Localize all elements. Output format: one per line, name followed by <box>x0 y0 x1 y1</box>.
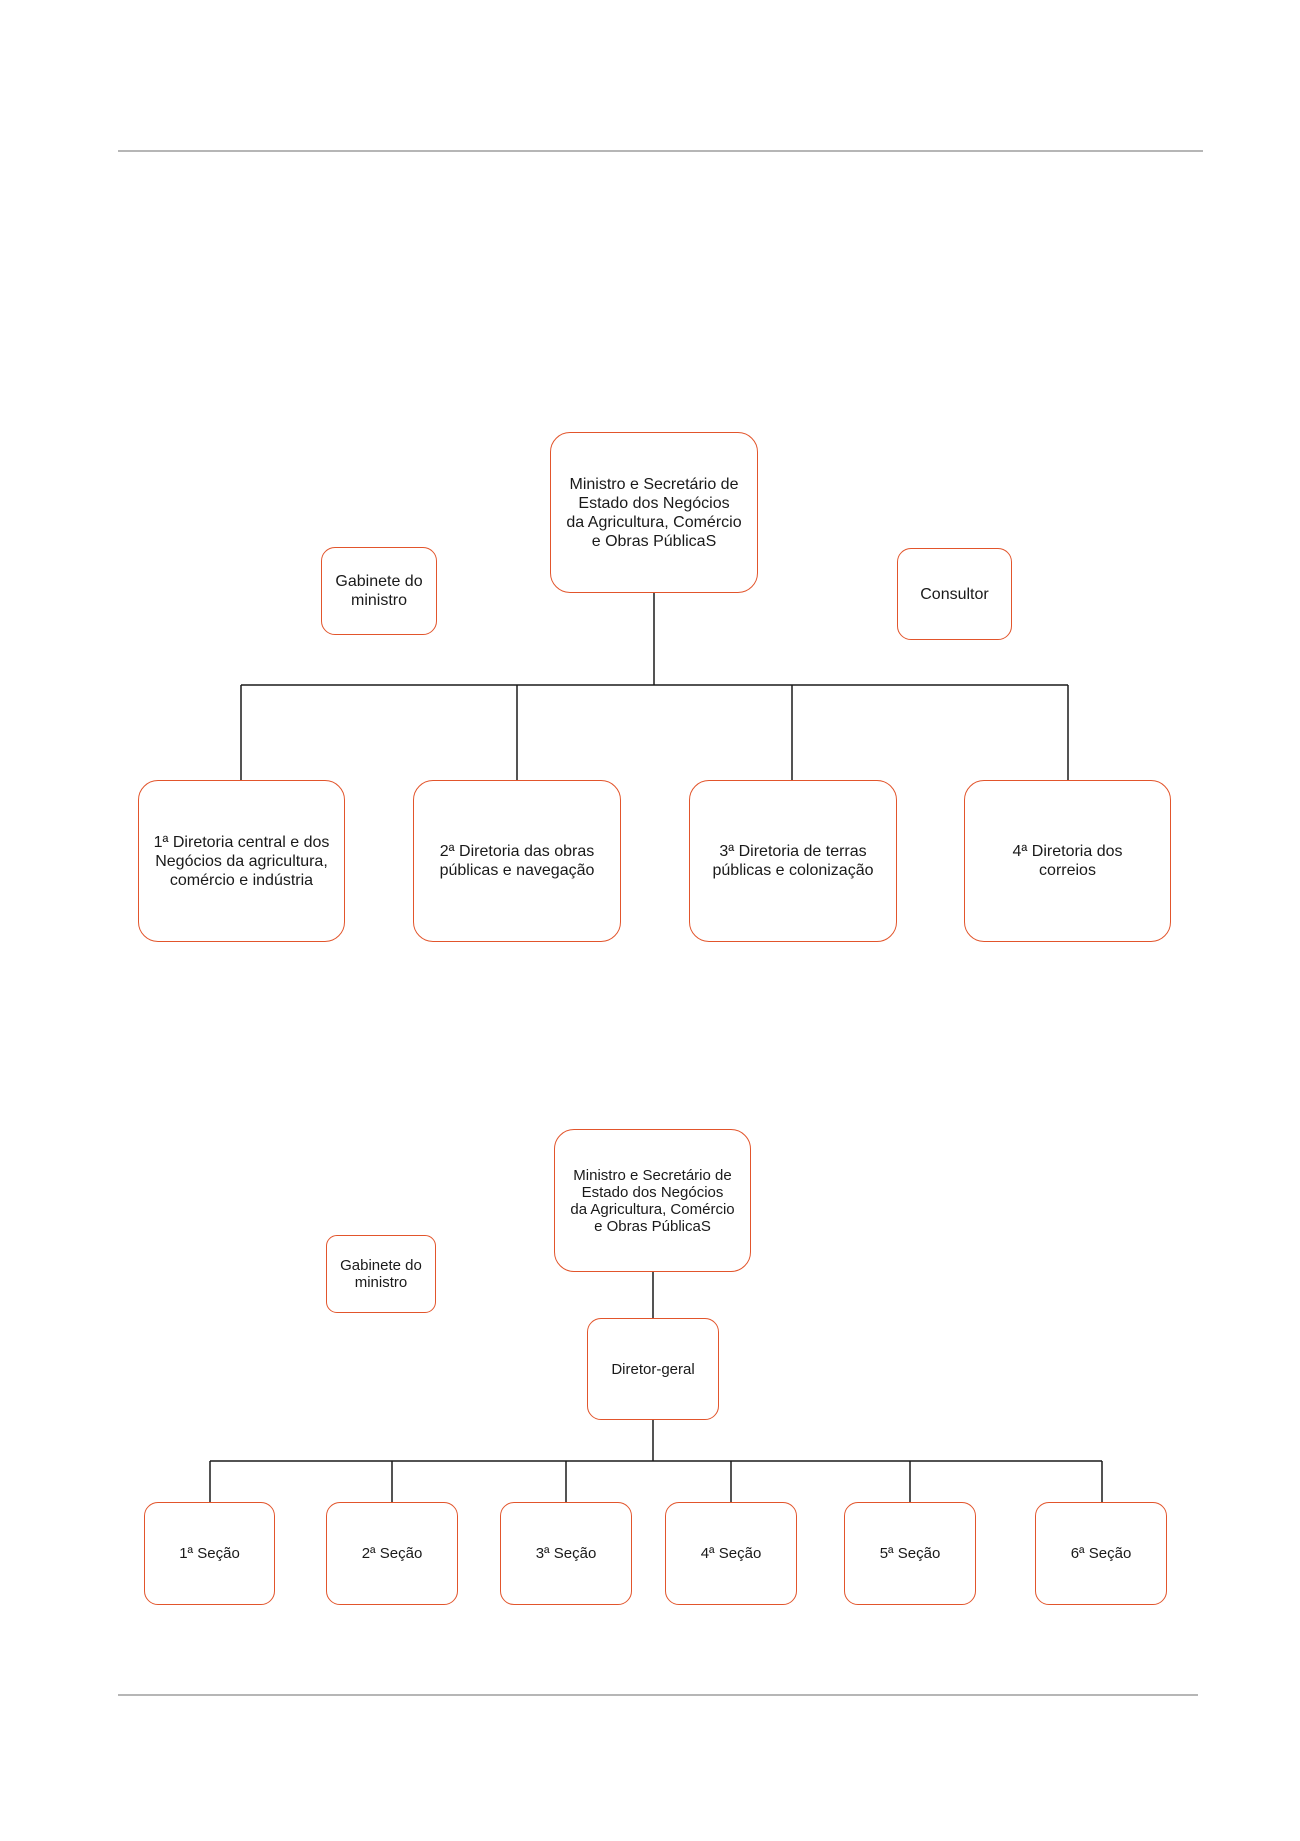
diagram2-section-3-box: 3ª Seção <box>500 1502 632 1605</box>
diagram2-section-1-box: 1ª Seção <box>144 1502 275 1605</box>
diagram2-section-4-box: 4ª Seção <box>665 1502 797 1605</box>
diagram1-connectors <box>240 593 1069 780</box>
diagram2-director-general-label: Diretor-geral <box>611 1360 695 1378</box>
diagram2-section-6-label: 6ª Seção <box>1070 1545 1132 1562</box>
diagram2-minister-box: Ministro e Secretário de Estado dos Negó… <box>554 1129 751 1272</box>
diagram2-section-3-label: 3ª Seção <box>535 1545 597 1562</box>
diagram1-directorate-1-label: 1ª Diretoria central e dos Negócios da a… <box>153 833 330 889</box>
diagram1-directorate-4-label: 4ª Diretoria dos correios <box>1012 843 1123 879</box>
diagram1-directorate-3-box: 3ª Diretoria de terras públicas e coloni… <box>689 780 897 942</box>
diagram2-section-6-box: 6ª Seção <box>1035 1502 1167 1605</box>
diagram2-director-general-box: Diretor-geral <box>587 1318 719 1420</box>
diagram1-minister-box: Ministro e Secretário de Estado dos Negó… <box>550 432 758 593</box>
diagram1-directorate-4-box: 4ª Diretoria dos correios <box>964 780 1171 942</box>
diagram1-cabinet-box: Gabinete do ministro <box>321 547 437 635</box>
diagram1-directorate-3-label: 3ª Diretoria de terras públicas e coloni… <box>712 843 874 879</box>
diagram2-minister-label: Ministro e Secretário de Estado dos Negó… <box>570 1166 735 1235</box>
diagram1-directorate-1-box: 1ª Diretoria central e dos Negócios da a… <box>138 780 345 942</box>
diagram1-directorate-2-label: 2ª Diretoria das obras públicas e navega… <box>439 843 595 879</box>
diagram2-section-5-box: 5ª Seção <box>844 1502 976 1605</box>
diagram1-consultant-label: Consultor <box>920 585 989 603</box>
diagram2-section-5-label: 5ª Seção <box>879 1545 941 1562</box>
diagram2-cabinet-label: Gabinete do ministro <box>340 1257 422 1291</box>
diagram2-cabinet-box: Gabinete do ministro <box>326 1235 436 1313</box>
diagram2-connectors <box>209 1272 1103 1502</box>
diagram2-section-1-label: 1ª Seção <box>179 1545 240 1562</box>
diagram1-directorate-2-box: 2ª Diretoria das obras públicas e navega… <box>413 780 621 942</box>
diagram2-section-2-box: 2ª Seção <box>326 1502 458 1605</box>
diagram1-cabinet-label: Gabinete do ministro <box>335 573 423 609</box>
diagram2-section-4-label: 4ª Seção <box>700 1545 762 1562</box>
diagram1-minister-label: Ministro e Secretário de Estado dos Negó… <box>566 475 742 550</box>
diagram2-section-2-label: 2ª Seção <box>361 1545 423 1562</box>
diagram1-consultant-box: Consultor <box>897 548 1012 640</box>
